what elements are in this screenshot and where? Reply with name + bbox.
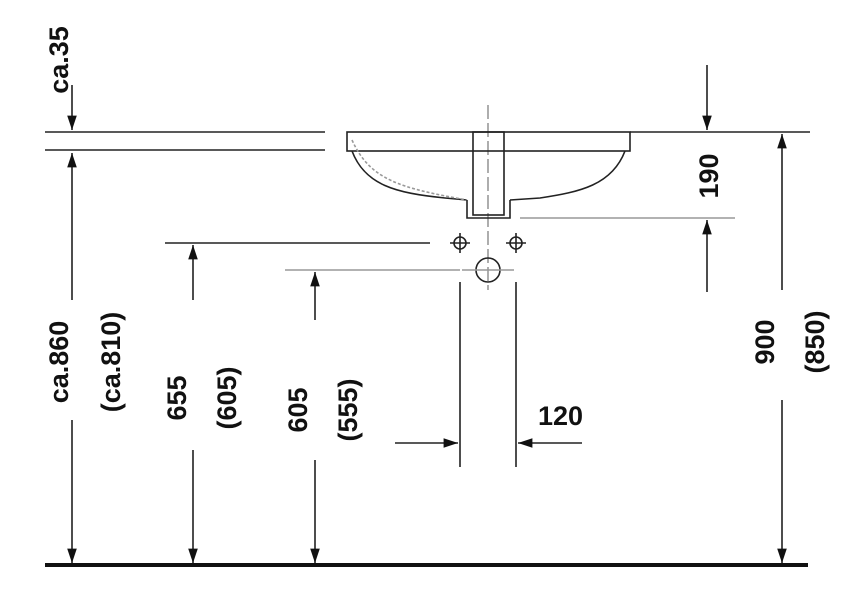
label-tap-height-alt: (605) bbox=[212, 366, 242, 429]
label-waste-width: 120 bbox=[538, 401, 583, 431]
label-total-height: 900 bbox=[750, 319, 780, 364]
reference-lines bbox=[45, 105, 810, 467]
tap-hole-right-icon bbox=[506, 233, 526, 253]
label-total-height-alt: (850) bbox=[800, 310, 830, 373]
label-waste-height-alt: (555) bbox=[333, 378, 363, 441]
tap-hole-left-icon bbox=[450, 233, 470, 253]
label-waste-height: 605 bbox=[283, 387, 313, 432]
label-rim-height: ca.860 bbox=[44, 321, 74, 404]
label-bowl-depth: 190 bbox=[694, 153, 724, 198]
label-tap-height: 655 bbox=[162, 375, 192, 420]
waste-outlet-icon bbox=[462, 257, 514, 283]
label-rim-height-alt: (ca.810) bbox=[96, 312, 126, 413]
label-top-clearance: ca.35 bbox=[44, 26, 74, 94]
dimension-arrows bbox=[67, 65, 787, 563]
basin-side-view bbox=[346, 131, 631, 219]
